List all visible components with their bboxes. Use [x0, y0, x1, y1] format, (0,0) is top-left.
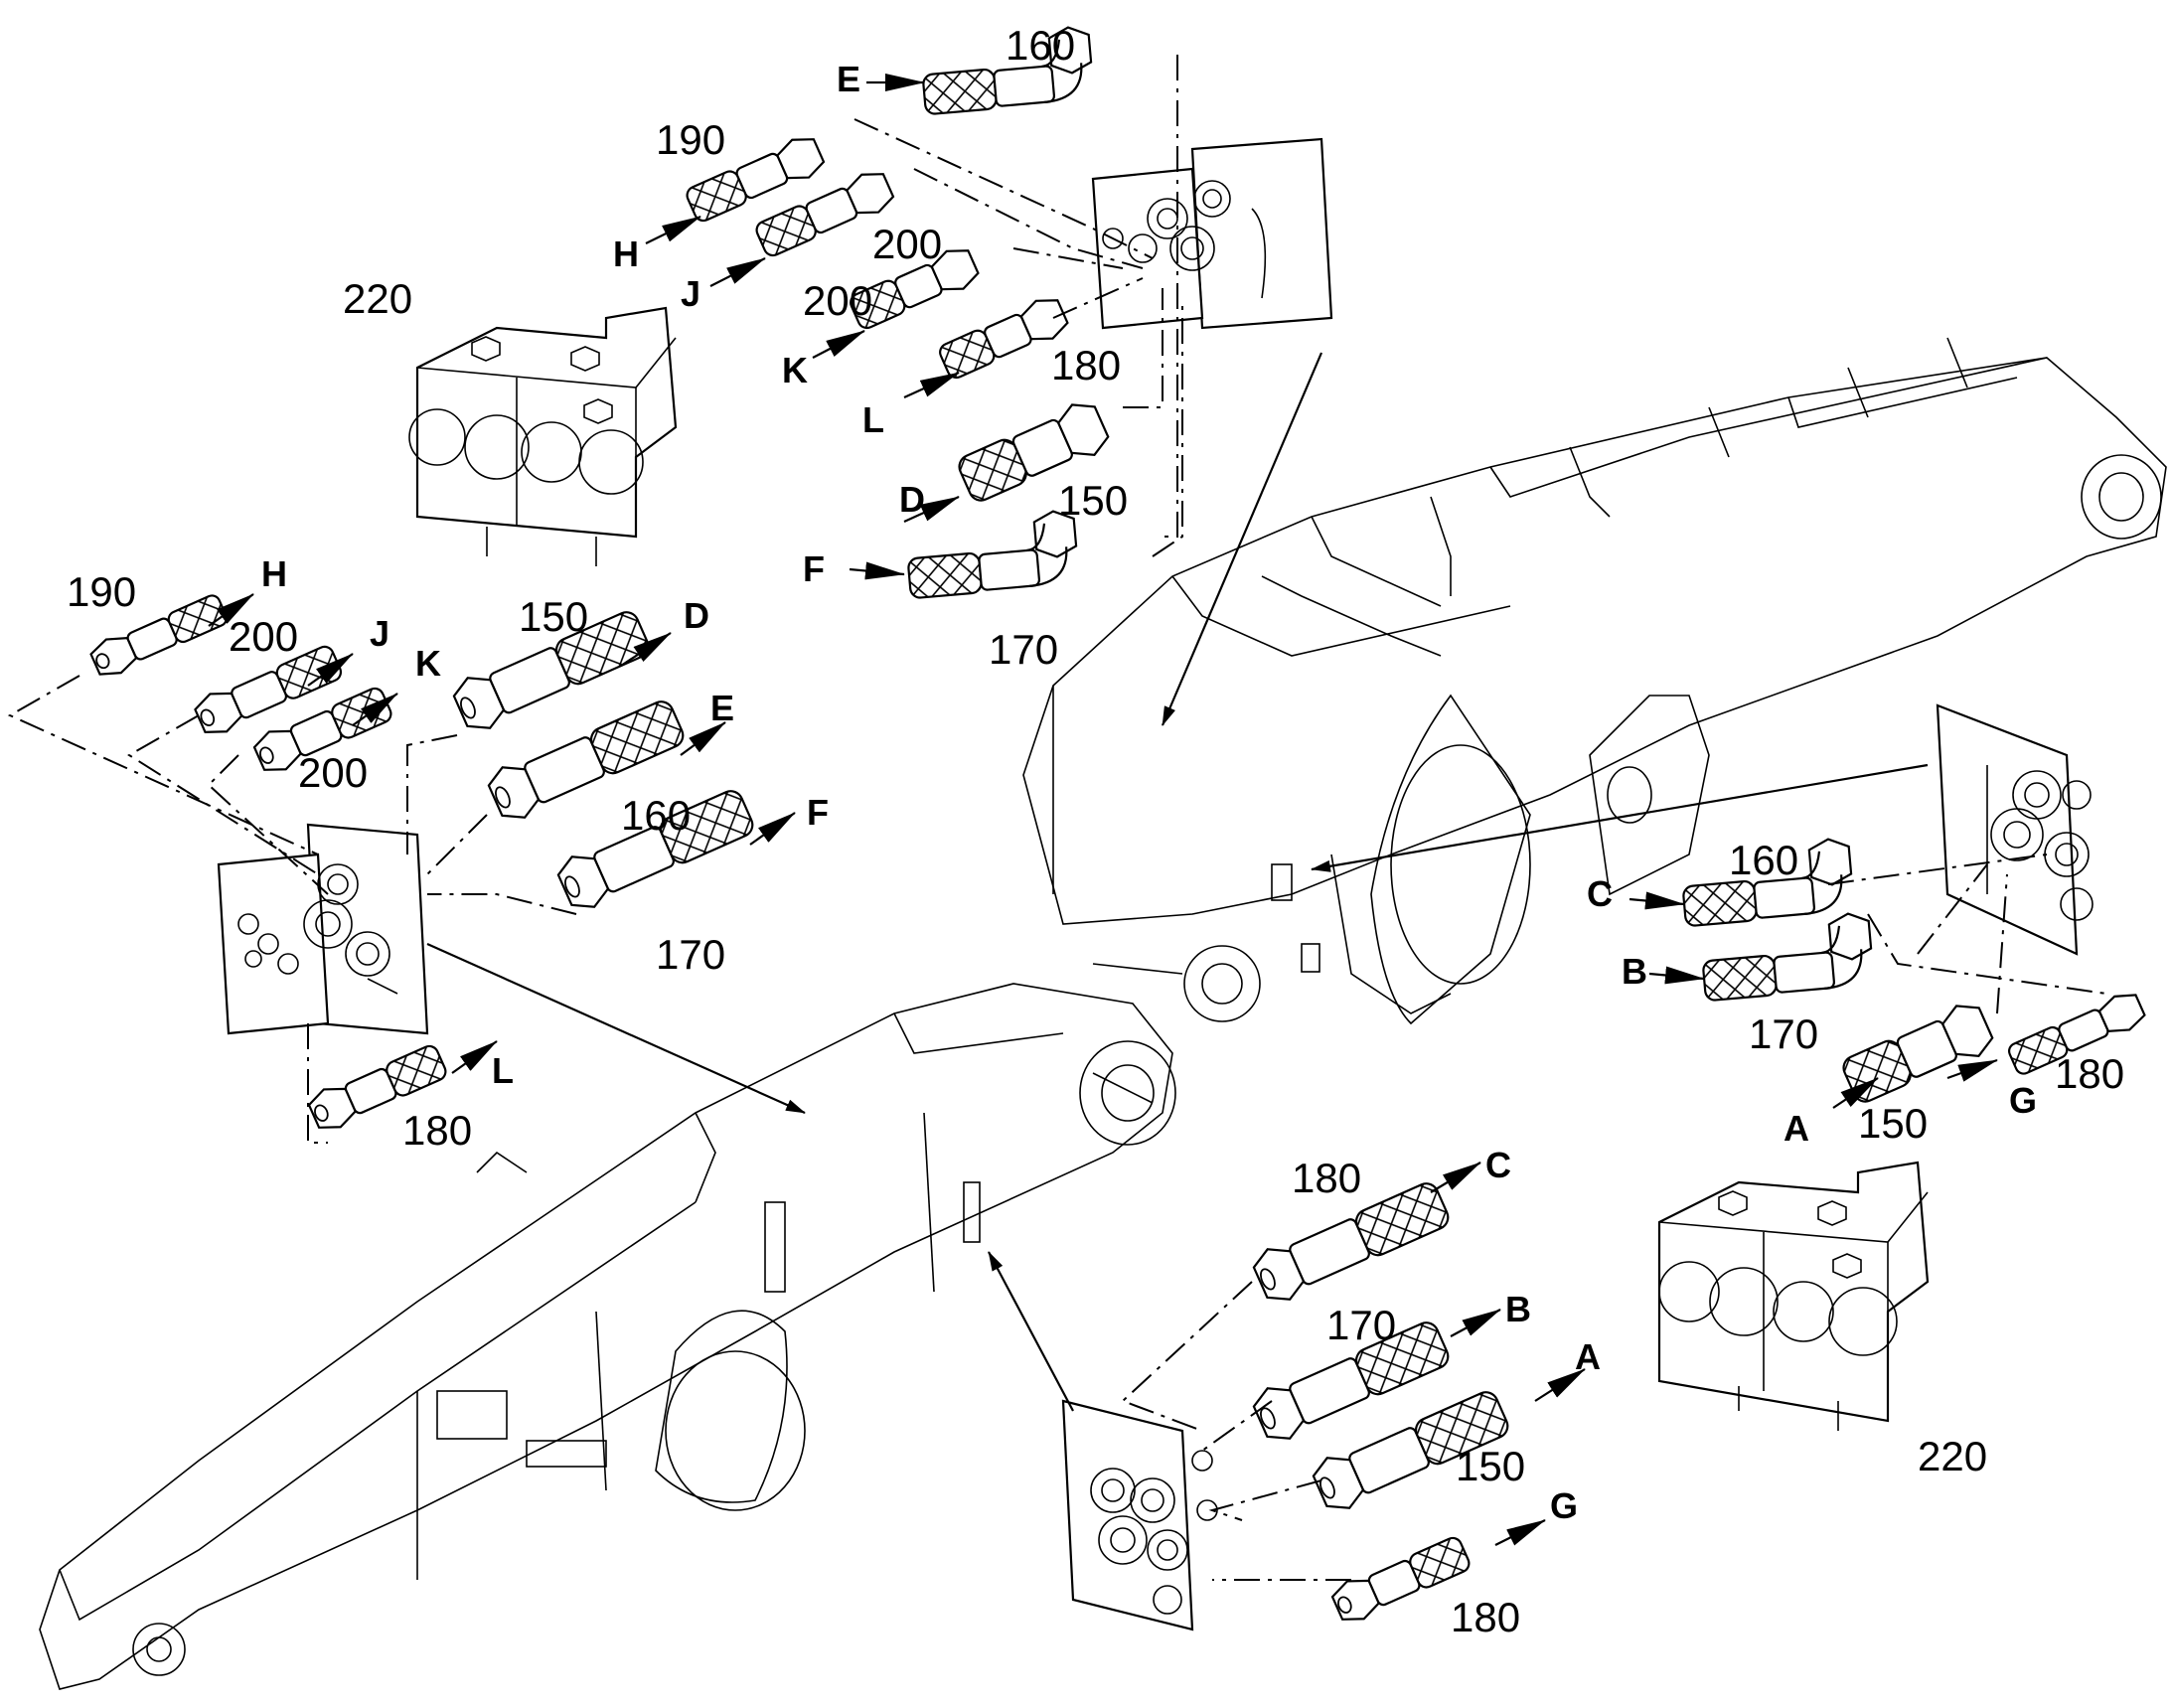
- plate-left: [217, 823, 429, 1035]
- letter-A-bottom: A: [1575, 1336, 1601, 1377]
- letter-F-top: F: [803, 548, 825, 589]
- label-180-bottom-2: 180: [1451, 1594, 1520, 1640]
- hose-160-top: [922, 26, 1093, 115]
- label-170-top: 170: [989, 626, 1058, 673]
- label-160-right: 160: [1729, 837, 1798, 883]
- hose-180-bottom-b: [1330, 1536, 1471, 1621]
- plate-right: [1936, 703, 2094, 956]
- plate-top: [1091, 137, 1333, 330]
- plate-bottom: [1061, 1399, 1218, 1631]
- hose-200-top: [755, 173, 895, 257]
- hose-170-left: [556, 790, 754, 908]
- letter-B-right: B: [1622, 951, 1647, 992]
- label-170-left: 170: [656, 931, 725, 978]
- label-200-top-1: 200: [872, 221, 942, 267]
- label-190-left: 190: [67, 568, 136, 615]
- hose-180-right: [2008, 994, 2146, 1075]
- hose-150-bottom: [1312, 1391, 1509, 1509]
- letter-L-top: L: [862, 399, 884, 440]
- label-200-left-2: 200: [298, 749, 368, 796]
- label-180-bottom-1: 180: [1292, 1155, 1361, 1201]
- hose-180-bottom: [1252, 1182, 1450, 1301]
- hose-170-right: [1702, 912, 1873, 1002]
- letter-E-top: E: [837, 59, 860, 99]
- letter-G-right: G: [2009, 1080, 2037, 1121]
- label-180-top: 180: [1051, 342, 1121, 388]
- dash-leaders: [7, 55, 2107, 1581]
- label-190-top: 190: [656, 116, 725, 163]
- letter-J-top: J: [681, 273, 700, 314]
- connection-letter-labels: E H J K L D F H J K D E F L C B A G C B …: [261, 59, 2037, 1526]
- pointer-arrows: [426, 352, 1929, 1412]
- hose-180-left: [307, 1044, 447, 1129]
- hose-200-top-b: [850, 249, 980, 330]
- label-160-left: 160: [621, 792, 691, 839]
- letter-F-left: F: [807, 792, 829, 833]
- letter-H-top: H: [613, 233, 639, 274]
- part-number-labels: 160 190 200 200 180 150 170 220 190 200 …: [67, 22, 2124, 1640]
- clamp-220-left: [408, 306, 678, 566]
- letter-E-left: E: [710, 688, 734, 728]
- letter-arrows: [208, 74, 1998, 1546]
- letter-A-right: A: [1784, 1108, 1809, 1149]
- letter-D-left: D: [684, 595, 709, 636]
- lower-boom: [39, 983, 1176, 1690]
- letter-G-bottom: G: [1550, 1485, 1578, 1526]
- hose-160-left: [487, 700, 685, 819]
- label-150-top: 150: [1058, 477, 1128, 524]
- letter-C-bottom: C: [1485, 1145, 1511, 1185]
- letter-B-bottom: B: [1505, 1289, 1531, 1329]
- label-220-right: 220: [1918, 1433, 1987, 1479]
- hose-170-top: [907, 510, 1078, 599]
- letter-L-left: L: [492, 1050, 514, 1091]
- hose-170-bottom: [1252, 1321, 1450, 1440]
- label-150-left: 150: [519, 593, 588, 640]
- label-150-bottom: 150: [1456, 1443, 1525, 1489]
- label-170-bottom: 170: [1326, 1302, 1396, 1348]
- label-180-left: 180: [402, 1107, 472, 1154]
- letter-C-right: C: [1587, 873, 1613, 914]
- letter-K-left: K: [415, 643, 441, 684]
- clamp-220-right: [1657, 1161, 1930, 1431]
- letter-J-left: J: [370, 613, 389, 654]
- label-200-top-2: 200: [803, 277, 872, 324]
- hose-180-top: [939, 299, 1069, 380]
- letter-K-top: K: [782, 350, 808, 390]
- label-200-left-1: 200: [229, 613, 298, 660]
- label-160-top: 160: [1006, 22, 1075, 69]
- label-170-right: 170: [1749, 1010, 1818, 1057]
- letter-D-top: D: [899, 479, 925, 520]
- upper-boom: [1022, 337, 2167, 1025]
- letter-H-left: H: [261, 553, 287, 594]
- hose-160-right: [1682, 838, 1853, 927]
- hose-fittings: [89, 26, 2146, 1621]
- hose-150-right: [1842, 1005, 1994, 1103]
- hose-150-left: [452, 611, 650, 729]
- label-220-left: 220: [343, 275, 412, 322]
- label-150-right: 150: [1858, 1100, 1928, 1147]
- hose-150-top: [958, 403, 1110, 502]
- label-180-right: 180: [2055, 1050, 2124, 1097]
- hose-190-left: [89, 594, 228, 676]
- hose-190-top: [686, 138, 826, 223]
